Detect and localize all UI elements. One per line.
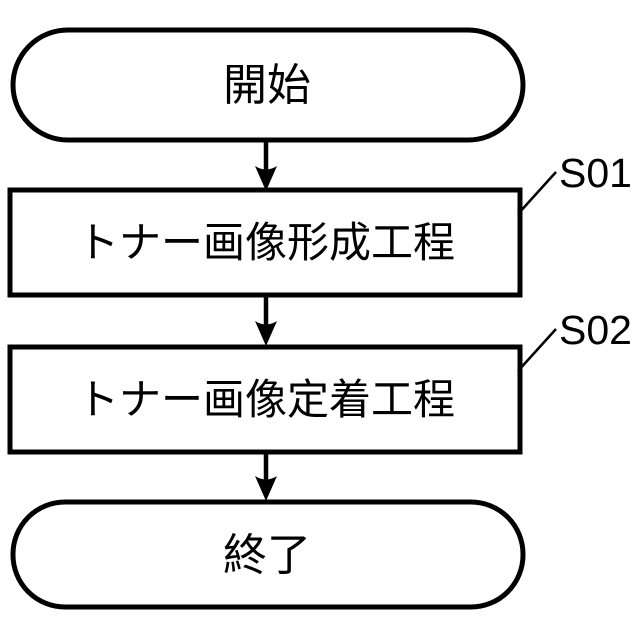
- node-end-terminator: 終了: [10, 499, 526, 610]
- node-process-step1: トナー画像形成工程 S01: [7, 150, 632, 298]
- flow-arrow-step2-to-end: [255, 454, 277, 501]
- end-label: 終了: [223, 531, 311, 580]
- step1-leader-line: [517, 171, 557, 215]
- end-terminator-shape: [10, 499, 526, 610]
- step2-leader-line: [517, 328, 557, 372]
- start-terminator-shape: [10, 27, 526, 143]
- arrow-down-icon: [255, 321, 277, 346]
- process-step1-label: トナー画像形成工程: [77, 219, 455, 266]
- start-label: 開始: [223, 61, 311, 110]
- process-step2-label: トナー画像定着工程: [77, 376, 455, 423]
- process-step2-shape: [7, 344, 523, 455]
- step1-step-label: S01: [559, 150, 632, 196]
- arrow-down-icon: [255, 476, 277, 501]
- step2-step-label: S02: [559, 307, 632, 353]
- process-step1-shape: [7, 187, 523, 298]
- node-process-step2: トナー画像定着工程 S02: [7, 307, 632, 455]
- flow-arrow-start-to-step1: [255, 142, 277, 191]
- node-start-terminator: 開始: [10, 27, 526, 143]
- flow-arrow-step1-to-step2: [255, 297, 277, 346]
- arrow-down-icon: [255, 166, 277, 191]
